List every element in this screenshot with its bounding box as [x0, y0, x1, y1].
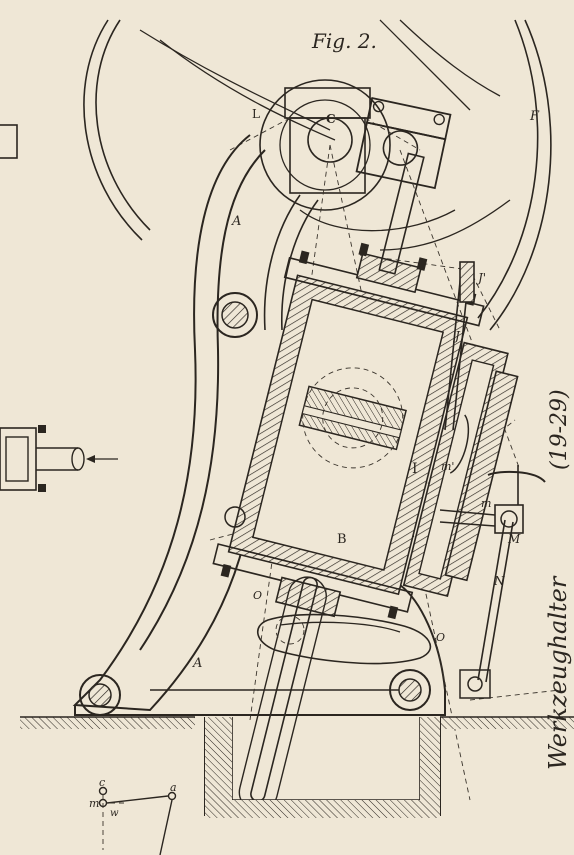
inset-label-w: w: [110, 808, 119, 819]
label-O-right: O: [436, 631, 445, 644]
label-L: L: [252, 107, 260, 121]
label-A-upper: A: [231, 214, 241, 229]
link-o: [257, 613, 432, 665]
label-N: N: [493, 574, 505, 588]
side-title-text: Werkzeughalter: [544, 575, 572, 770]
crank-assembly: [229, 87, 452, 194]
label-m: m: [481, 497, 491, 510]
figure-title: Fig. 2.: [311, 29, 377, 53]
label-B: B: [337, 532, 347, 547]
foundation: [20, 716, 574, 818]
inset-label-m: m: [89, 797, 99, 810]
label-M: M: [507, 532, 521, 546]
label-I: I: [412, 461, 418, 477]
label-A-lower: A: [192, 656, 202, 671]
label-m-prime: m': [441, 460, 454, 473]
side-number-text: (19-29): [547, 389, 572, 470]
label-J-prime: J': [475, 271, 486, 285]
label-C: C: [326, 112, 336, 126]
label-O-left: O: [253, 589, 262, 602]
label-J: J: [452, 329, 461, 343]
inset-label-c: c: [99, 776, 105, 789]
flywheel: [83, 19, 552, 331]
inset-diagram: [98, 786, 177, 855]
cylinder-assembly: [212, 152, 519, 812]
left-edge-fragments: [0, 124, 118, 492]
inset-label-a: a: [170, 781, 177, 794]
label-F: F: [529, 109, 540, 124]
valve-gear: [224, 261, 546, 699]
